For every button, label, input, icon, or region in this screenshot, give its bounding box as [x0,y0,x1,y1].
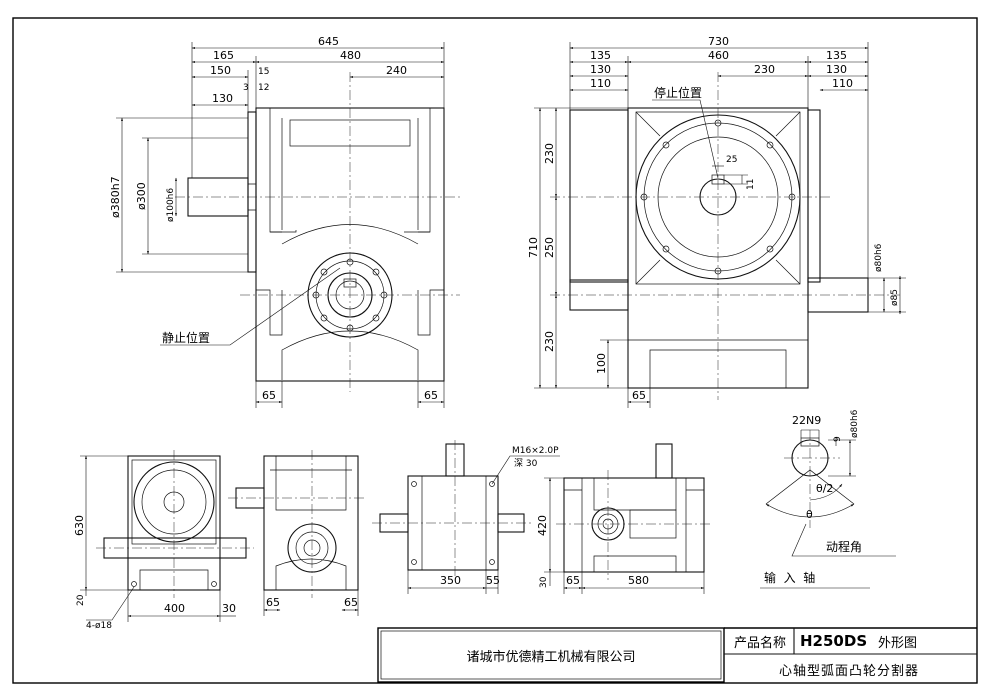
front-dim-480: 480 [340,49,361,62]
sv1-dim-400: 400 [164,602,185,615]
front-note-rest-position: 静止位置 [162,330,210,345]
front-dim-130: 130 [212,92,233,105]
sv3-dim-350: 350 [440,574,461,587]
front-dim-150: 150 [210,64,231,77]
front-dim-o300: ø300 [135,182,148,210]
side-dim-130-left: 130 [590,63,611,76]
title-company-name: 诸城市优德精工机械有限公司 [466,649,636,665]
sv1-dim-20: 20 [76,594,86,606]
title-block-frame [377,627,977,683]
side-dim-230-bottom: 230 [543,331,556,352]
sv2-dim-65-left: 65 [266,596,280,609]
side-dim-250: 250 [543,237,556,258]
side-dim-25: 25 [726,155,737,165]
side-dim-460: 460 [708,49,729,62]
shaft-detail: 22N9 9 ø80h6 θ/2 θ 动程角 输 入 轴 [760,409,896,589]
front-dim-o100h6: ø100h6 [166,188,176,222]
side-dim-o85: ø85 [890,289,900,306]
side-dim-65: 65 [632,389,646,402]
small-view-4: 420 30 65 580 [536,443,712,594]
side-dim-110-left: 110 [590,77,611,90]
side-dim-135-right: 135 [826,49,847,62]
side-note-stop-position: 停止位置 [654,85,702,100]
front-dim-645: 645 [318,35,339,48]
title-subtitle: 心轴型弧面凸轮分割器 [778,663,919,679]
title-model: H250DS [800,632,868,650]
sv3-thread-note: M16×2.0P [512,446,559,456]
front-dim-12: 12 [258,83,269,93]
small-view-1: 630 20 400 30 4-ø18 [73,450,254,631]
title-drawing-type: 外形图 [878,635,918,651]
front-dim-15: 15 [258,67,269,77]
sv4-dim-65: 65 [566,574,580,587]
sv4-dim-580: 580 [628,574,649,587]
side-dim-11: 11 [746,179,756,190]
side-dim-135-left: 135 [590,49,611,62]
front-dim-o380h7: ø380h7 [109,176,122,218]
sv2-dim-65-right: 65 [344,596,358,609]
small-view-2: 65 65 [228,450,366,616]
side-dim-230: 230 [754,63,775,76]
shaft-dim-22n9: 22N9 [792,414,821,427]
sv3-depth-note: 深 30 [514,458,538,469]
sheet-border [12,17,978,684]
sv4-dim-30: 30 [539,576,549,588]
small-view-3: 350 55 M16×2.0P 深 30 [372,440,560,594]
sv1-dim-630: 630 [73,515,86,536]
side-dim-230-top: 230 [543,143,556,164]
sv1-hole-note: 4-ø18 [86,621,112,631]
front-dim-65-left: 65 [262,389,276,402]
sv4-dim-420: 420 [536,515,549,536]
shaft-dim-o80h6: ø80h6 [850,409,860,438]
sv3-dim-55: 55 [486,574,500,587]
front-dim-65-right: 65 [424,389,438,402]
sv1-dim-30: 30 [222,602,236,615]
front-view: 645 165 480 150 15 240 3 12 130 ø380h7 ø… [109,35,460,408]
front-dim-240: 240 [386,64,407,77]
side-dim-730: 730 [708,35,729,48]
shaft-dim-theta-half: θ/2 [816,482,833,495]
front-dim-165: 165 [213,49,234,62]
shaft-note-motion-angle: 动程角 [826,539,862,554]
front-dim-3: 3 [243,83,249,93]
side-dim-110-right: 110 [832,77,853,90]
shaft-dim-9: 9 [833,436,843,442]
side-dim-100: 100 [595,353,608,374]
side-dim-710: 710 [527,237,540,258]
side-dim-130-right: 130 [826,63,847,76]
side-view: 730 135 460 135 130 230 130 110 110 710 … [527,35,906,408]
side-dim-o80h6: ø80h6 [874,243,884,272]
shaft-dim-theta: θ [806,508,813,521]
title-product-label: 产品名称 [733,635,786,651]
shaft-caption-input-shaft: 输 入 轴 [764,570,815,585]
